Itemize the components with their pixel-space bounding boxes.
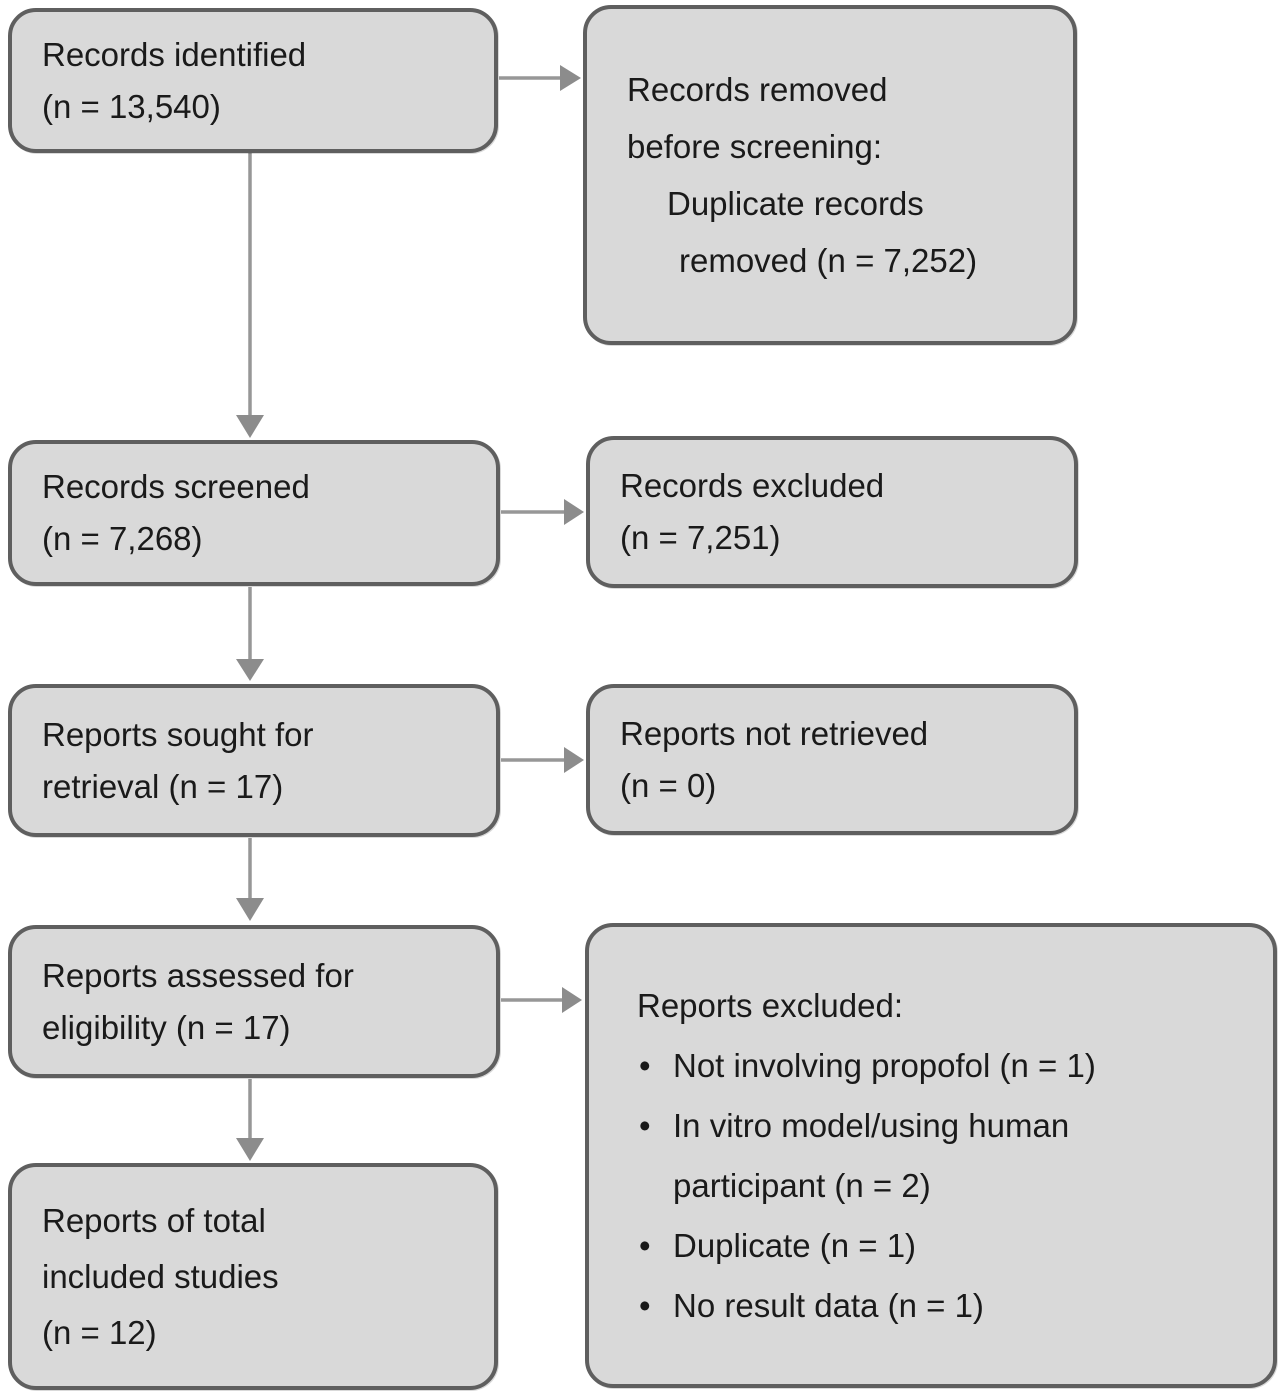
box-text-line: Reports sought for [42,715,314,753]
box-reports-not-retrieved: Reports not retrieved (n = 0) [586,684,1078,835]
box-text-line: eligibility (n = 17) [42,1008,291,1046]
box-text-line: Records screened [42,468,310,505]
box-records-identified: Records identified (n = 13,540) [8,8,498,153]
box-records-screened: Records screened (n = 7,268) [8,440,500,586]
arrow-assessed-to-included [236,1079,264,1161]
box-text-line: Reports of total [42,1201,266,1239]
excluded-reason-text: In vitro model/using human participant (… [673,1106,1070,1204]
box-text-subline: Duplicate records [667,185,924,222]
excluded-reason-text: No result data (n = 1) [673,1286,984,1324]
box-records-removed-before-screening: Records removed before screening: Duplic… [583,5,1077,345]
box-text-line: (n = 0) [620,766,717,804]
excluded-reason-text: Duplicate (n = 1) [673,1226,917,1264]
arrow-assessed-to-repexcluded [501,987,582,1013]
excluded-reason-item: • In vitro model/using human participant… [637,1096,1213,1216]
box-text-line: Records excluded [620,467,885,504]
box-text-line: Reports assessed for [42,956,354,994]
excluded-reason-text: Not involving propofol (n = 1) [673,1046,1096,1084]
excluded-reason-item: • Duplicate (n = 1) [637,1216,1213,1276]
bullet-icon: • [639,1226,651,1264]
arrow-screened-to-excluded [501,499,584,525]
arrow-screened-to-sought [236,587,264,681]
box-reports-of-included-studies: Reports of total included studies (n = 1… [8,1163,498,1390]
excluded-reason-item: • No result data (n = 1) [637,1276,1213,1336]
bullet-icon: • [639,1106,651,1144]
arrow-sought-to-assessed [236,838,264,921]
excluded-reason-item: • Not involving propofol (n = 1) [637,1036,1213,1096]
box-text-line: (n = 13,540) [42,87,221,125]
bullet-icon: • [639,1286,651,1324]
arrow-identified-to-removed [499,65,581,91]
box-text-line: (n = 7,251) [620,519,781,556]
box-text-line: Records removed [627,71,888,108]
box-text-line: (n = 7,268) [42,520,203,557]
box-text-line: before screening: [627,128,882,165]
box-text-line: retrieval (n = 17) [42,767,284,805]
box-text-line: Records identified [42,35,307,73]
box-text-subline: removed (n = 7,252) [679,242,978,279]
box-reports-sought-for-retrieval: Reports sought for retrieval (n = 17) [8,684,500,837]
box-text-line: (n = 12) [42,1313,157,1351]
box-records-excluded: Records excluded (n = 7,251) [586,436,1078,588]
box-text-line: Reports not retrieved [620,714,929,752]
arrow-sought-to-notretrieved [501,747,584,773]
box-title: Reports excluded: [637,986,903,1024]
bullet-icon: • [639,1046,651,1084]
arrow-identified-to-screened [236,153,264,438]
box-reports-excluded: Reports excluded: • Not involving propof… [585,923,1277,1388]
box-reports-assessed-for-eligibility: Reports assessed for eligibility (n = 17… [8,925,500,1078]
box-text-line: included studies [42,1257,279,1295]
